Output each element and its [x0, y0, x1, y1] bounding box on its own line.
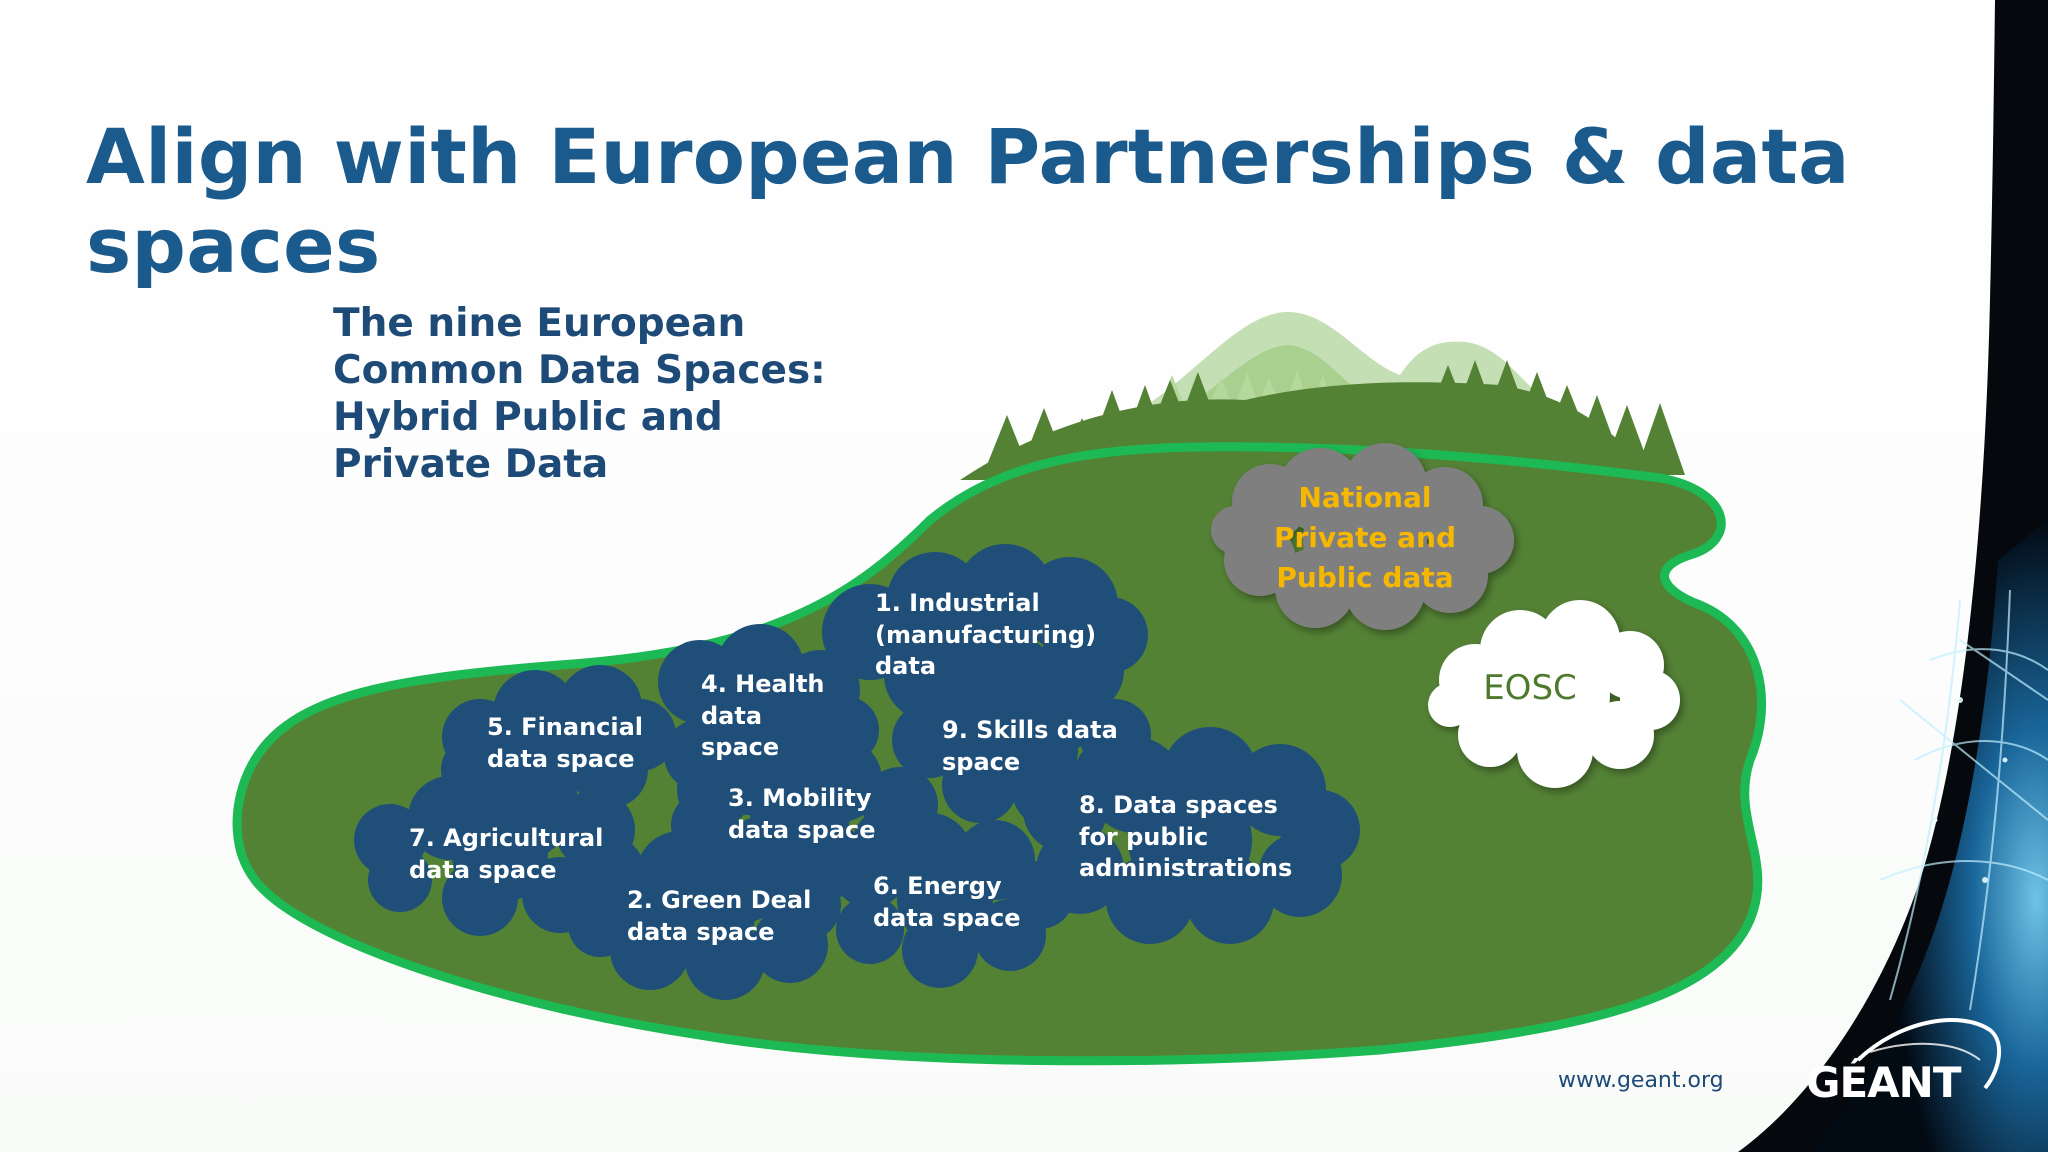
data-space-label-5: 5. Financial data space [487, 713, 644, 773]
national-data-label: National Private and Public data [1273, 481, 1457, 594]
cloud-6-energy [832, 813, 1074, 988]
slide-title: Align with European Partnerships & data … [86, 112, 1850, 290]
diagram-subtitle: The nine European Common Data Spaces: Hy… [333, 301, 826, 487]
data-space-label-4: 4. Health data space [701, 670, 825, 761]
footer-url: www.geant.org [1558, 1068, 1724, 1093]
geant-logo: GÉANT [1806, 1058, 1961, 1107]
data-space-label-9: 9. Skills data space [942, 716, 1118, 776]
cloud-8-public-admin [1023, 727, 1360, 944]
national-data-cloud [1211, 443, 1514, 630]
data-space-label-2: 2. Green Deal data space [627, 886, 812, 946]
cloud-1-industrial [822, 544, 1148, 726]
data-space-label-8: 8. Data spaces for public administration… [1079, 791, 1293, 882]
data-space-label-6: 6. Energy data space [873, 872, 1021, 932]
data-space-label-7: 7. Agricultural data space [409, 824, 604, 884]
data-space-label-3: 3. Mobility data space [728, 784, 876, 844]
eosc-cloud [1428, 600, 1680, 788]
decorative-globe-band [1738, 0, 2048, 1152]
data-space-clouds [354, 544, 1360, 1000]
geant-swoosh-icon [1856, 1018, 2002, 1090]
cloud-2-green-deal [568, 831, 841, 1000]
data-space-label-1: 1. Industrial (manufacturing) data [875, 589, 1097, 680]
eosc-label: EOSC [1483, 668, 1577, 708]
